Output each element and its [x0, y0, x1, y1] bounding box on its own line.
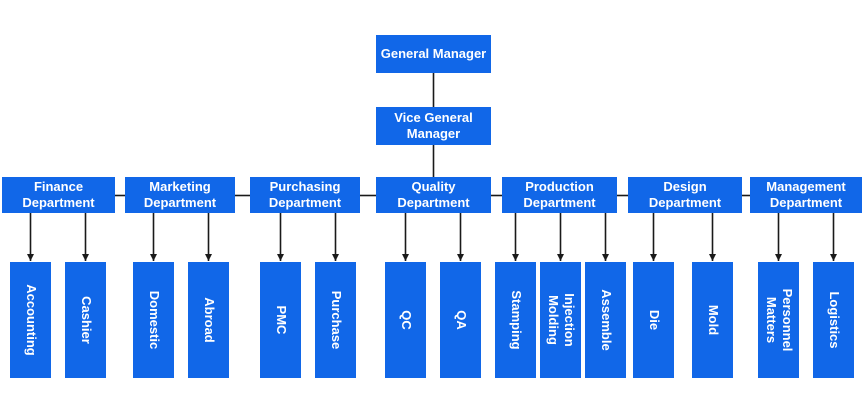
- node-production-department: Production Department: [502, 177, 617, 213]
- node-label: Abroad: [201, 297, 217, 343]
- node-purchasing-department: Purchasing Department: [250, 177, 360, 213]
- node-label: Logistics: [826, 291, 842, 349]
- node-label: Injection Molding: [545, 293, 577, 347]
- node-management-department: Management Department: [750, 177, 862, 213]
- node-general-manager: General Manager: [376, 35, 491, 73]
- node-qc: QC: [385, 262, 426, 378]
- node-marketing-department: Marketing Department: [125, 177, 235, 213]
- node-label: Design Department: [648, 179, 722, 210]
- node-label: Purchase: [328, 290, 344, 350]
- node-label: Management Department: [766, 179, 846, 210]
- node-accounting: Accounting: [10, 262, 51, 378]
- node-label: Personnel Matters: [763, 288, 795, 352]
- node-mold: Mold: [692, 262, 733, 378]
- node-label: QA: [453, 310, 469, 330]
- node-purchase: Purchase: [315, 262, 356, 378]
- node-label: Cashier: [78, 296, 94, 344]
- node-label: Stamping: [508, 290, 524, 350]
- node-personnel-matters: Personnel Matters: [758, 262, 799, 378]
- node-cashier: Cashier: [65, 262, 106, 378]
- node-label: Mold: [705, 304, 721, 336]
- node-vice-general-manager: Vice General Manager: [376, 107, 491, 145]
- node-stamping: Stamping: [495, 262, 536, 378]
- node-label: Assemble: [598, 289, 614, 351]
- node-label: Quality Department: [397, 179, 470, 210]
- node-label: Production Department: [523, 179, 596, 210]
- node-label: QC: [398, 310, 414, 330]
- node-label: Marketing Department: [143, 179, 217, 210]
- node-label: General Manager: [380, 46, 487, 61]
- node-injection-molding: Injection Molding: [540, 262, 581, 378]
- node-logistics: Logistics: [813, 262, 854, 378]
- node-label: Domestic: [146, 290, 162, 350]
- node-design-department: Design Department: [628, 177, 742, 213]
- node-pmc: PMC: [260, 262, 301, 378]
- node-qa: QA: [440, 262, 481, 378]
- node-label: Die: [646, 309, 662, 331]
- node-assemble: Assemble: [585, 262, 626, 378]
- node-die: Die: [633, 262, 674, 378]
- node-label: Finance Department: [22, 179, 95, 210]
- node-abroad: Abroad: [188, 262, 229, 378]
- node-quality-department: Quality Department: [376, 177, 491, 213]
- node-label: PMC: [273, 305, 289, 335]
- node-label: Purchasing Department: [268, 179, 342, 210]
- node-finance-department: Finance Department: [2, 177, 115, 213]
- node-domestic: Domestic: [133, 262, 174, 378]
- node-label: Accounting: [23, 284, 39, 356]
- node-label: Vice General Manager: [394, 110, 473, 141]
